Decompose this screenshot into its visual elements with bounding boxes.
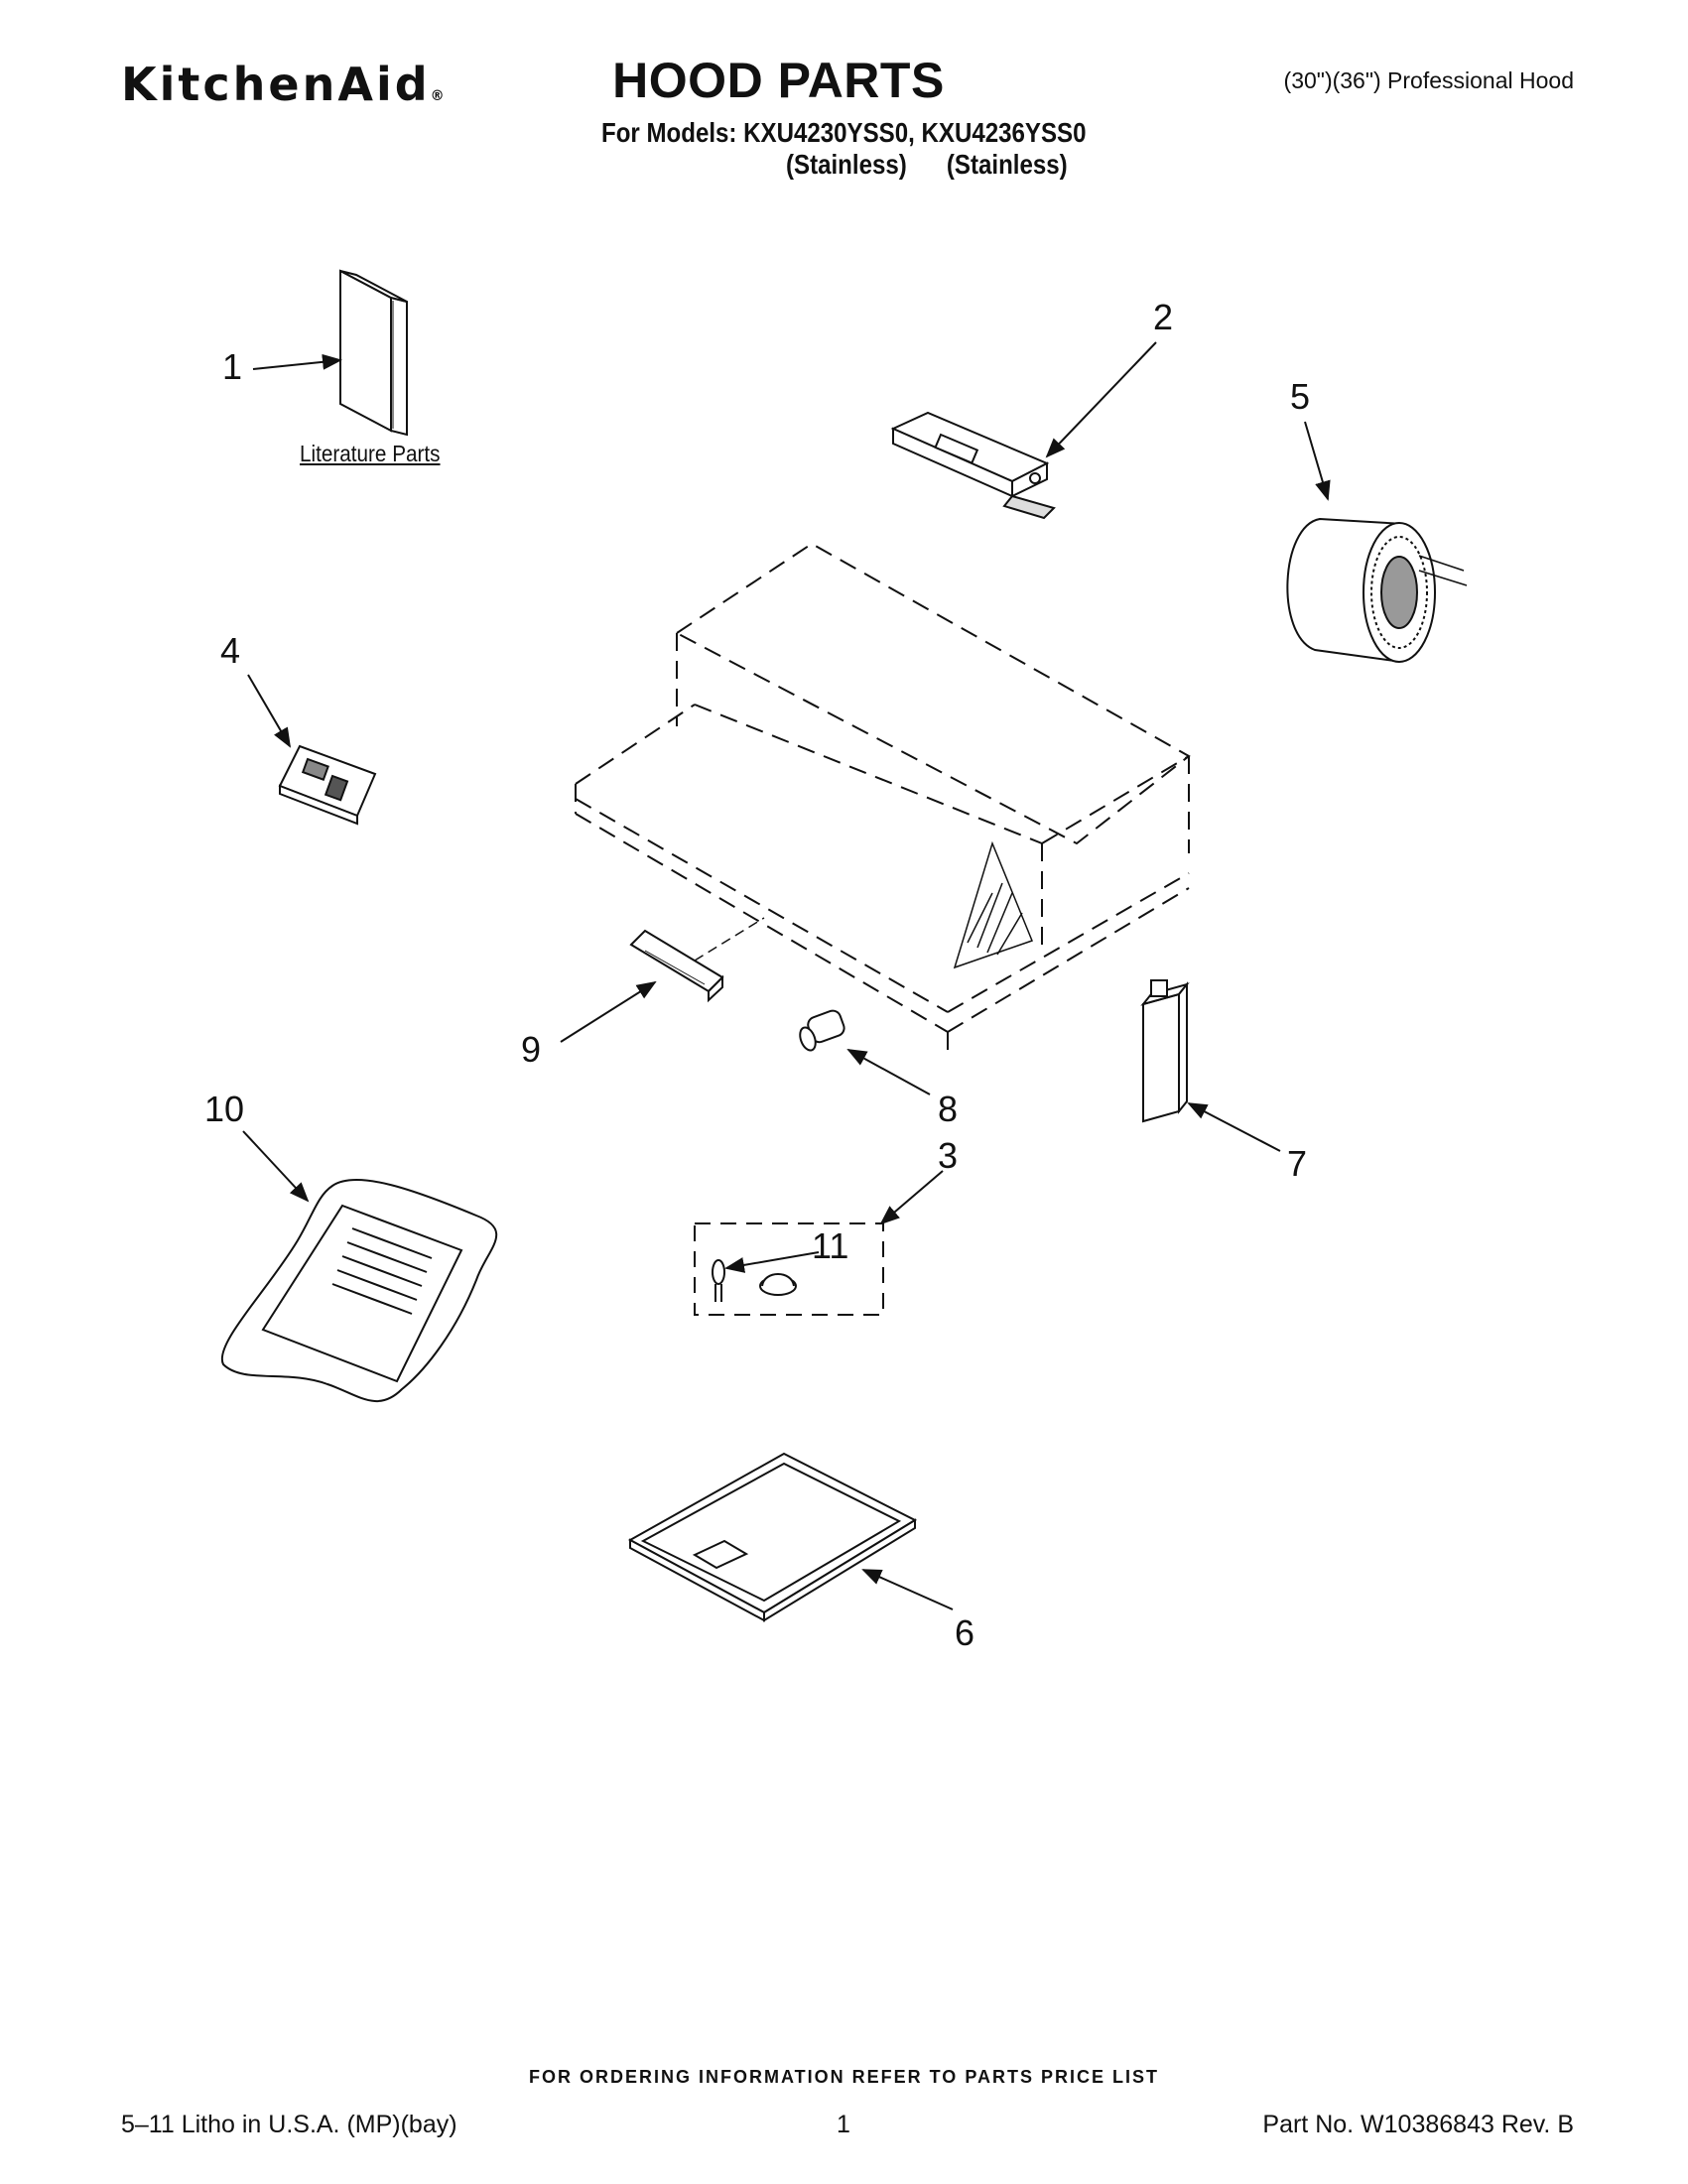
part-number: Part No. W10386843 Rev. B	[1262, 2111, 1574, 2138]
callout-5: 5	[1290, 376, 1311, 417]
blower-drawing	[1286, 517, 1468, 663]
hood-body-drawing	[575, 542, 1191, 1052]
callout-2: 2	[1153, 297, 1174, 337]
switch-drawing	[629, 929, 724, 1003]
leader-6	[861, 1569, 954, 1610]
leader-11	[724, 1251, 820, 1273]
callout-6: 6	[955, 1612, 975, 1653]
callout-3: 3	[938, 1135, 959, 1176]
callout-7: 7	[1287, 1143, 1308, 1184]
control-board-drawing	[278, 744, 377, 826]
leader-8	[846, 1049, 931, 1095]
transformer-drawing	[1140, 979, 1190, 1123]
bracket-part-drawing	[890, 411, 1056, 520]
registered-mark: ®	[430, 88, 445, 104]
callout-1: 1	[222, 346, 243, 387]
leader-10	[242, 1130, 310, 1203]
leader-7	[1187, 1102, 1281, 1152]
capacitor-drawing	[799, 1009, 845, 1052]
hood-side-vent	[953, 840, 1033, 969]
callout-10: 10	[204, 1089, 245, 1129]
grease-filter-drawing	[627, 1452, 918, 1622]
callout-11: 11	[812, 1225, 849, 1266]
lamp-kit-box	[694, 1222, 884, 1316]
models-finish: (Stainless) (Stainless)	[786, 149, 1068, 180]
callout-8: 8	[938, 1089, 959, 1129]
brand-logo: KitchenAid®	[121, 58, 445, 111]
callout-9: 9	[521, 1029, 542, 1070]
lamp-bulb-drawing	[712, 1259, 725, 1302]
page-title: HOOD PARTS	[612, 53, 945, 108]
leader-3	[879, 1170, 944, 1225]
manual-sheet-drawing	[220, 1179, 498, 1402]
page-subtitle: (30")(36") Professional Hood	[1283, 67, 1574, 93]
litho-info: 5–11 Litho in U.S.A. (MP)(bay)	[121, 2111, 457, 2138]
leader-4	[247, 674, 292, 748]
page-number: 1	[837, 2111, 850, 2138]
lamp-lens-drawing	[759, 1273, 797, 1296]
leader-2	[1045, 341, 1157, 458]
literature-book-drawing	[339, 269, 408, 437]
brand-name: KitchenAid	[121, 58, 431, 111]
leader-1	[252, 353, 342, 370]
leader-5	[1304, 421, 1331, 501]
literature-parts-label: Literature Parts	[300, 441, 441, 466]
ordering-info: FOR ORDERING INFORMATION REFER TO PARTS …	[528, 2067, 1159, 2087]
models-line: For Models: KXU4230YSS0, KXU4236YSS0	[601, 117, 1087, 148]
leader-9	[560, 980, 657, 1043]
switch-guide-line	[694, 917, 765, 962]
callout-4: 4	[220, 630, 241, 671]
